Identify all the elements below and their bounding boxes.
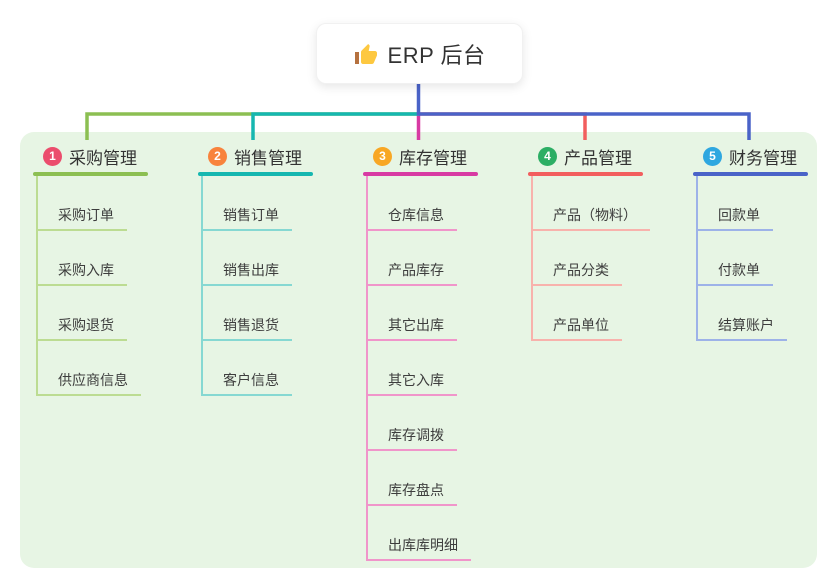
branch-underline bbox=[33, 172, 148, 176]
mindmap-node[interactable]: 供应商信息 bbox=[36, 341, 141, 396]
branch-title: 财务管理 bbox=[729, 148, 797, 168]
erp-root-node[interactable]: ERP 后台 bbox=[316, 23, 523, 84]
node-label: 产品单位 bbox=[531, 315, 622, 341]
node-label: 仓库信息 bbox=[366, 205, 457, 231]
branch-items-connector-line bbox=[531, 176, 533, 341]
branch-title: 销售管理 bbox=[234, 148, 302, 168]
mindmap-node[interactable]: 销售订单 bbox=[201, 176, 292, 231]
node-label: 采购退货 bbox=[36, 315, 127, 341]
branch-number-badge: 5 bbox=[703, 146, 722, 166]
branch-number-badge: 4 bbox=[538, 146, 557, 166]
branch-product: 4 产品管理 产品（物料） 产品分类 产品单位 bbox=[528, 140, 650, 341]
mindmap-node[interactable]: 回款单 bbox=[696, 176, 787, 231]
branch-sales-header[interactable]: 2 销售管理 bbox=[198, 140, 313, 172]
root-title: ERP 后台 bbox=[387, 42, 486, 68]
node-label: 供应商信息 bbox=[36, 370, 141, 396]
branch-product-items: 产品（物料） 产品分类 产品单位 bbox=[528, 176, 650, 341]
branch-sales-items: 销售订单 销售出库 销售退货 客户信息 bbox=[198, 176, 292, 396]
branch-title: 采购管理 bbox=[69, 148, 137, 168]
mindmap-node[interactable]: 付款单 bbox=[696, 231, 787, 286]
node-label: 采购订单 bbox=[36, 205, 127, 231]
node-label: 回款单 bbox=[696, 205, 773, 231]
mindmap-node[interactable]: 库存调拨 bbox=[366, 396, 471, 451]
node-label: 销售出库 bbox=[201, 260, 292, 286]
mindmap-panel bbox=[20, 132, 817, 568]
mindmap-node[interactable]: 产品（物料） bbox=[531, 176, 650, 231]
branch-finance-header[interactable]: 5 财务管理 bbox=[693, 140, 808, 172]
node-label: 产品（物料） bbox=[531, 205, 650, 231]
branch-inventory-header[interactable]: 3 库存管理 bbox=[363, 140, 478, 172]
branch-items-connector-line bbox=[36, 176, 38, 396]
node-label: 产品分类 bbox=[531, 260, 622, 286]
mindmap-node[interactable]: 销售出库 bbox=[201, 231, 292, 286]
node-label: 产品库存 bbox=[366, 260, 457, 286]
node-label: 客户信息 bbox=[201, 370, 292, 396]
mindmap-node[interactable]: 产品单位 bbox=[531, 286, 650, 341]
branch-purchase: 1 采购管理 采购订单 采购入库 采购退货 供应商信息 bbox=[33, 140, 148, 396]
node-label: 出库库明细 bbox=[366, 535, 471, 561]
mindmap-node[interactable]: 产品分类 bbox=[531, 231, 650, 286]
branch-finance-items: 回款单 付款单 结算账户 bbox=[693, 176, 787, 341]
branch-number-badge: 3 bbox=[373, 146, 392, 166]
branch-number-badge: 1 bbox=[43, 146, 62, 166]
mindmap-node[interactable]: 仓库信息 bbox=[366, 176, 471, 231]
branch-items-connector-line bbox=[201, 176, 203, 396]
mindmap-node[interactable]: 库存盘点 bbox=[366, 451, 471, 506]
branch-items-connector-line bbox=[366, 176, 368, 561]
branch-number-badge: 2 bbox=[208, 146, 227, 166]
node-label: 库存盘点 bbox=[366, 480, 457, 506]
branch-inventory-items: 仓库信息 产品库存 其它出库 其它入库 库存调拨 库存盘点 出库库明细 bbox=[363, 176, 471, 561]
mindmap-node[interactable]: 销售退货 bbox=[201, 286, 292, 341]
branch-underline bbox=[693, 172, 808, 176]
mindmap-node[interactable]: 采购订单 bbox=[36, 176, 141, 231]
branch-items-connector-line bbox=[696, 176, 698, 341]
mindmap-node[interactable]: 其它出库 bbox=[366, 286, 471, 341]
thumbs-up-icon bbox=[354, 43, 377, 64]
mindmap-node[interactable]: 客户信息 bbox=[201, 341, 292, 396]
branch-underline bbox=[198, 172, 313, 176]
node-label: 销售退货 bbox=[201, 315, 292, 341]
mindmap-node[interactable]: 产品库存 bbox=[366, 231, 471, 286]
mindmap-node[interactable]: 其它入库 bbox=[366, 341, 471, 396]
mindmap-node[interactable]: 结算账户 bbox=[696, 286, 787, 341]
node-label: 其它出库 bbox=[366, 315, 457, 341]
node-label: 付款单 bbox=[696, 260, 773, 286]
node-label: 其它入库 bbox=[366, 370, 457, 396]
branch-purchase-header[interactable]: 1 采购管理 bbox=[33, 140, 148, 172]
node-label: 库存调拨 bbox=[366, 425, 457, 451]
branch-finance: 5 财务管理 回款单 付款单 结算账户 bbox=[693, 140, 808, 341]
branch-underline bbox=[363, 172, 478, 176]
node-label: 采购入库 bbox=[36, 260, 127, 286]
branch-title: 产品管理 bbox=[564, 148, 632, 168]
mindmap-node[interactable]: 采购退货 bbox=[36, 286, 141, 341]
mindmap-node[interactable]: 采购入库 bbox=[36, 231, 141, 286]
node-label: 结算账户 bbox=[696, 315, 787, 341]
branch-sales: 2 销售管理 销售订单 销售出库 销售退货 客户信息 bbox=[198, 140, 313, 396]
branch-title: 库存管理 bbox=[399, 148, 467, 168]
node-label: 销售订单 bbox=[201, 205, 292, 231]
branch-inventory: 3 库存管理 仓库信息 产品库存 其它出库 其它入库 库存调拨 库存盘点 出库库… bbox=[363, 140, 478, 561]
branch-product-header[interactable]: 4 产品管理 bbox=[528, 140, 650, 172]
mindmap-node[interactable]: 出库库明细 bbox=[366, 506, 471, 561]
branch-underline bbox=[528, 172, 643, 176]
branch-purchase-items: 采购订单 采购入库 采购退货 供应商信息 bbox=[33, 176, 141, 396]
